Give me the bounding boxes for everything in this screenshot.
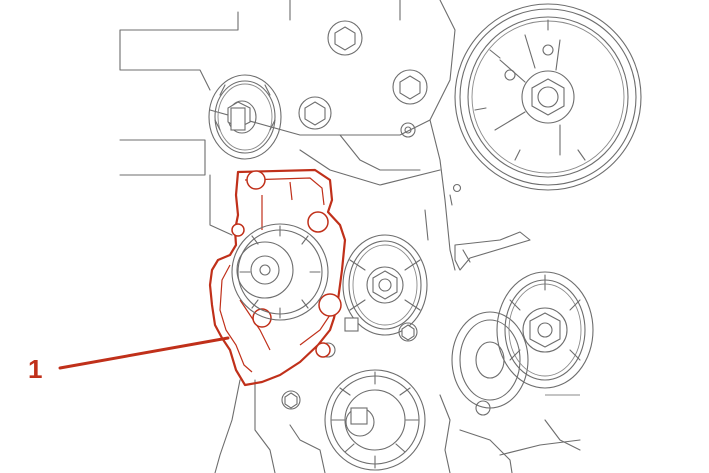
callout-1: 1	[28, 336, 230, 384]
right-pulley-cluster	[451, 271, 594, 416]
upper-bolts	[298, 20, 428, 138]
crankshaft-sprocket	[281, 342, 426, 471]
tensioner-pulley-upper	[208, 74, 282, 160]
callout-label: 1	[28, 354, 42, 384]
idler-pulley-middle	[342, 234, 428, 342]
engine-block-outline	[119, 0, 581, 473]
water-pump-assembly	[208, 168, 347, 387]
camshaft-sprocket	[454, 3, 642, 191]
callout-leader-line	[58, 336, 230, 370]
